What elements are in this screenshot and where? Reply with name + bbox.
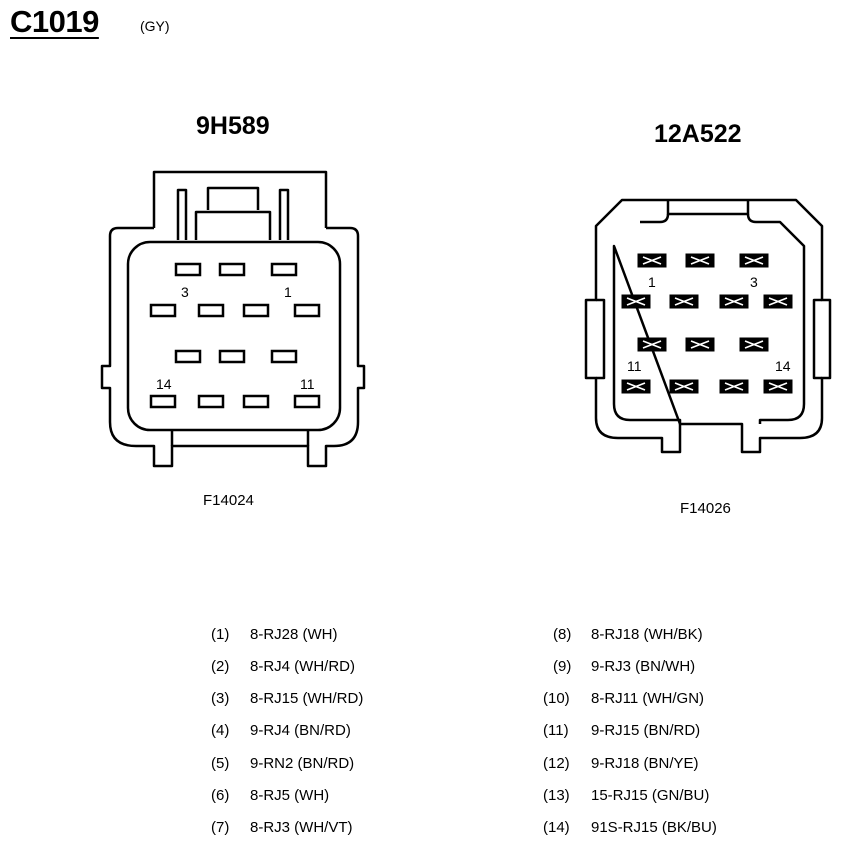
connector-2-face	[584, 198, 832, 454]
terminal	[270, 349, 298, 364]
pin-number: (11)	[543, 722, 569, 739]
pin-description: 8-RJ18 (WH/BK)	[591, 626, 703, 643]
pin-label: 14	[156, 376, 172, 392]
page-title: C1019	[10, 4, 99, 39]
pin-number: (14)	[543, 819, 570, 836]
pin-description: 8-RJ11 (WH/GN)	[591, 690, 705, 707]
pin-label: 14	[775, 358, 791, 374]
pin-description: 8-RJ3 (WH/VT)	[250, 819, 353, 836]
pin-label: 3	[750, 274, 758, 290]
pin-description: 9-RJ15 (BN/RD)	[591, 722, 701, 739]
pin-description: 15-RJ15 (GN/BU)	[591, 787, 710, 804]
pin-number: (3)	[211, 690, 230, 707]
connector-1-terminals	[149, 262, 321, 409]
terminal	[149, 394, 177, 409]
pin-number: (9)	[553, 658, 572, 675]
pin-number: (6)	[211, 787, 230, 804]
terminal	[218, 349, 246, 364]
pin-number: (8)	[553, 626, 572, 643]
pin-number: (5)	[211, 755, 230, 772]
terminal	[149, 303, 177, 318]
pin-label: 11	[627, 358, 642, 374]
connector-1-name: 9H589	[196, 112, 270, 140]
pin-number: (4)	[211, 722, 230, 739]
color-code: (GY)	[140, 18, 170, 34]
figure-id-2: F14026	[680, 500, 731, 517]
pin-label: 1	[648, 274, 656, 290]
pin-description: 9-RN2 (BN/RD)	[250, 755, 355, 772]
terminal	[293, 303, 321, 318]
pin-description: 9-RJ18 (BN/YE)	[591, 755, 699, 772]
pin-number: (1)	[211, 626, 230, 643]
terminal	[218, 262, 246, 277]
terminal	[174, 349, 202, 364]
pin-description: 9-RJ3 (BN/WH)	[591, 658, 696, 675]
terminal	[197, 394, 225, 409]
connector-2-name: 12A522	[654, 120, 742, 148]
terminal	[197, 303, 225, 318]
pin-number: (2)	[211, 658, 230, 675]
pin-number: (10)	[543, 690, 570, 707]
pin-description: 8-RJ5 (WH)	[250, 787, 330, 804]
pin-number: (7)	[211, 819, 230, 836]
pin-description: 8-RJ4 (WH/RD)	[250, 658, 355, 675]
figure-id-1: F14024	[203, 492, 254, 509]
pin-label: 11	[300, 376, 315, 392]
terminal	[270, 262, 298, 277]
connector-1-face	[100, 170, 366, 468]
pin-label: 3	[181, 284, 189, 300]
terminal	[242, 394, 270, 409]
pin-description: 8-RJ28 (WH)	[250, 626, 338, 643]
pin-description: 8-RJ15 (WH/RD)	[250, 690, 364, 707]
pin-number: (12)	[543, 755, 570, 772]
pin-number: (13)	[543, 787, 570, 804]
connector-2-terminal-marks	[626, 256, 788, 391]
terminal	[293, 394, 321, 409]
pin-description: 9-RJ4 (BN/RD)	[250, 722, 351, 739]
pin-description: 91S-RJ15 (BK/BU)	[591, 819, 717, 836]
pin-label: 1	[284, 284, 292, 300]
terminal	[242, 303, 270, 318]
terminal	[174, 262, 202, 277]
